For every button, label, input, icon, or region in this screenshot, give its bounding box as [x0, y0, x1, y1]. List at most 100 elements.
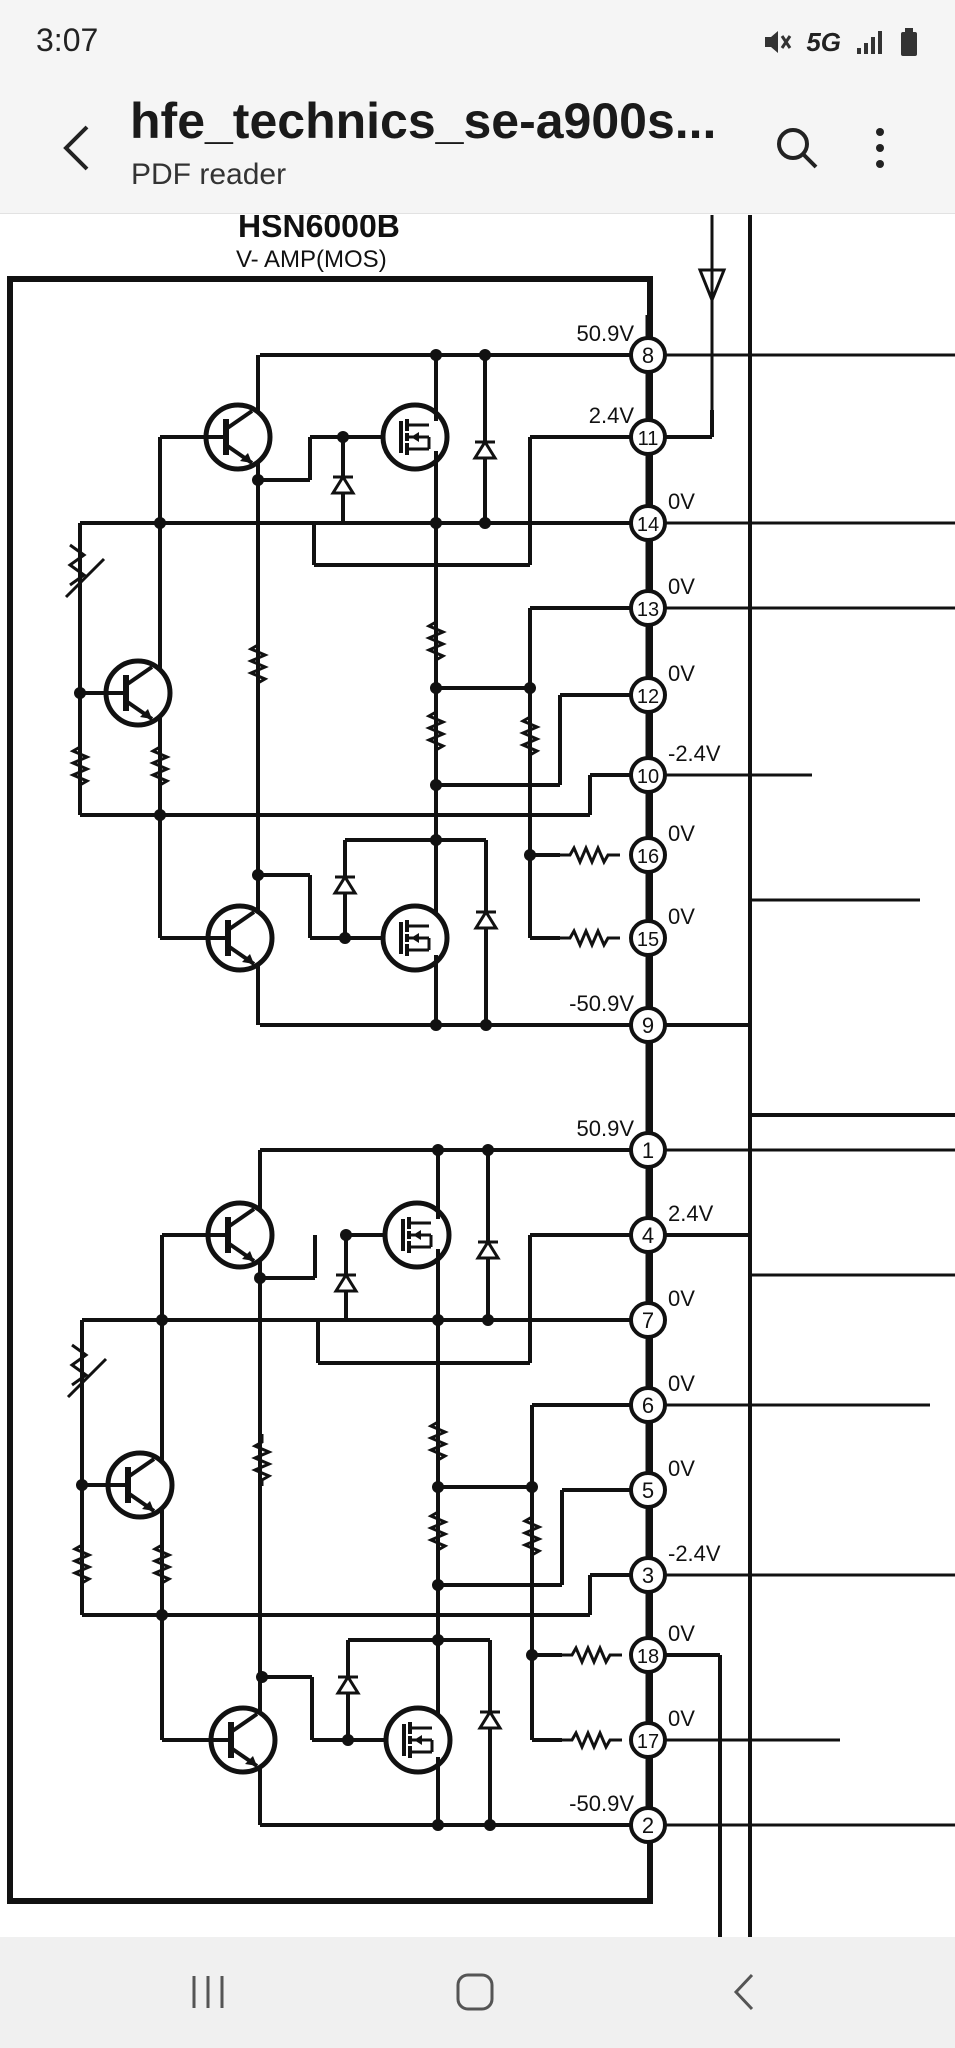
pin-13-number: 13 — [637, 599, 659, 621]
pin-7-terminal: 7 0V — [629, 1286, 695, 1339]
status-bar: 3:07 5G — [0, 0, 955, 80]
pin-5-circle — [629, 1471, 667, 1509]
pin-10-circle — [629, 756, 667, 794]
pin-3-circle — [629, 1556, 667, 1594]
pin-14-terminal: 14 0V — [629, 489, 695, 542]
pin-11-number: 11 — [638, 428, 659, 450]
pin-2-terminal: 2 -50.9V — [569, 1791, 667, 1844]
pin-17-circle — [629, 1721, 667, 1759]
signal-icon — [857, 31, 882, 54]
pin-16-terminal: 16 0V — [629, 821, 695, 874]
status-icons: 5G — [762, 24, 919, 60]
pin-8-circle — [629, 336, 667, 374]
pin-7-circle — [629, 1301, 667, 1339]
pin-2-number: 2 — [642, 1813, 654, 1838]
pin-16-voltage-label: 0V — [668, 821, 695, 846]
pin-12-terminal: 12 0V — [629, 661, 695, 714]
pin-8-terminal: 8 50.9V — [577, 321, 667, 374]
pin-18-terminal: 18 0V — [629, 1621, 695, 1674]
pin-11-terminal: 112.4V — [589, 403, 667, 456]
app-bar: hfe_technics_se-a900s... PDF reader — [0, 80, 955, 214]
pin-1-voltage-label: 50.9V — [577, 1116, 635, 1141]
pin-2-circle — [629, 1806, 667, 1844]
pin-5-terminal: 5 0V — [629, 1456, 695, 1509]
pin-1-terminal: 1 50.9V — [577, 1116, 667, 1169]
pin-5-number: 5 — [642, 1478, 654, 1503]
pin-14-voltage-label: 0V — [668, 489, 695, 514]
document-title: hfe_technics_se-a900s... — [130, 93, 717, 149]
pin-14-circle — [629, 504, 667, 542]
more-options-button[interactable] — [850, 110, 910, 186]
pin-18-circle — [629, 1636, 667, 1674]
search-icon — [777, 128, 818, 169]
nav-back-icon — [733, 1973, 754, 2011]
pin-7-voltage-label: 0V — [668, 1286, 695, 1311]
pin-17-terminal: 17 0V — [629, 1706, 695, 1759]
search-button[interactable] — [765, 110, 829, 186]
recent-apps-button[interactable] — [163, 1957, 253, 2027]
pin-15-number: 15 — [637, 929, 659, 951]
pin-14-number: 14 — [637, 514, 659, 536]
pin-13-terminal: 13 0V — [629, 574, 695, 627]
pin-16-circle — [629, 836, 667, 874]
pin-16-number: 16 — [637, 846, 659, 868]
pin-9-number: 9 — [642, 1013, 654, 1038]
schematic-diagram: HSN6000B V- AMP(MOS) — [7, 215, 955, 1937]
mute-icon — [765, 31, 792, 53]
pin-18-number: 18 — [637, 1646, 659, 1668]
pin-2-voltage-label: -50.9V — [569, 1791, 634, 1816]
pin-13-voltage-label: 0V — [668, 574, 695, 599]
home-button[interactable] — [430, 1957, 520, 2027]
pin-12-number: 12 — [637, 686, 659, 708]
signal-arrow-down — [697, 268, 727, 305]
navigation-bar — [0, 1937, 955, 2048]
pin-9-terminal: 9 -50.9V — [569, 991, 667, 1044]
pin-11-circle — [629, 418, 667, 456]
pin-12-voltage-label: 0V — [668, 661, 695, 686]
app-subtitle: PDF reader — [131, 158, 287, 191]
pin-9-circle — [629, 1006, 667, 1044]
pin-6-number: 6 — [642, 1393, 654, 1418]
pin-17-voltage-label: 0V — [668, 1706, 695, 1731]
pin-4-voltage-label: 2.4V — [668, 1201, 714, 1226]
pin-8-voltage-label: 50.9V — [577, 321, 635, 346]
pin-3-terminal: 3 -2.4V — [629, 1541, 721, 1594]
pin-10-terminal: 10-2.4V — [629, 741, 721, 794]
pin-4-circle — [629, 1216, 667, 1254]
pin-17-number: 17 — [637, 1731, 659, 1753]
pin-4-terminal: 4 2.4V — [629, 1201, 714, 1254]
lower-channel — [66, 1144, 648, 1831]
pin-11-voltage-label: 2.4V — [589, 403, 635, 428]
back-button[interactable] — [44, 110, 108, 186]
pin-4-number: 4 — [642, 1223, 654, 1248]
back-arrow-icon — [63, 125, 89, 171]
pin-1-number: 1 — [642, 1138, 654, 1163]
pin-3-number: 3 — [642, 1563, 654, 1588]
home-icon — [456, 1973, 494, 2011]
recent-apps-icon — [192, 1976, 224, 2008]
nav-back-button[interactable] — [700, 1957, 790, 2027]
part-description: V- AMP(MOS) — [236, 246, 387, 273]
pin-terminals: 850.9V112.4V140V130V120V10-2.4V160V150V9… — [569, 321, 721, 1844]
pin-3-voltage-label: -2.4V — [668, 1541, 721, 1566]
pin-1-circle — [629, 1131, 667, 1169]
more-vert-icon — [876, 128, 884, 168]
pin-6-circle — [629, 1386, 667, 1424]
battery-icon — [901, 28, 917, 56]
pin-5-voltage-label: 0V — [668, 1456, 695, 1481]
part-number: HSN6000B — [238, 215, 400, 244]
pin-12-circle — [629, 676, 667, 714]
pin-6-voltage-label: 0V — [668, 1371, 695, 1396]
pin-9-voltage-label: -50.9V — [569, 991, 634, 1016]
upper-channel — [64, 349, 648, 1031]
pin-6-terminal: 6 0V — [629, 1371, 695, 1424]
status-time: 3:07 — [36, 22, 99, 58]
network-type-label: 5G — [806, 26, 841, 57]
pin-18-voltage-label: 0V — [668, 1621, 695, 1646]
pin-15-circle — [629, 919, 667, 957]
pin-7-number: 7 — [642, 1308, 654, 1333]
pin-8-number: 8 — [642, 343, 654, 368]
pin-10-number: 10 — [637, 766, 659, 788]
pdf-page-view[interactable]: HSN6000B V- AMP(MOS) — [0, 215, 955, 1937]
